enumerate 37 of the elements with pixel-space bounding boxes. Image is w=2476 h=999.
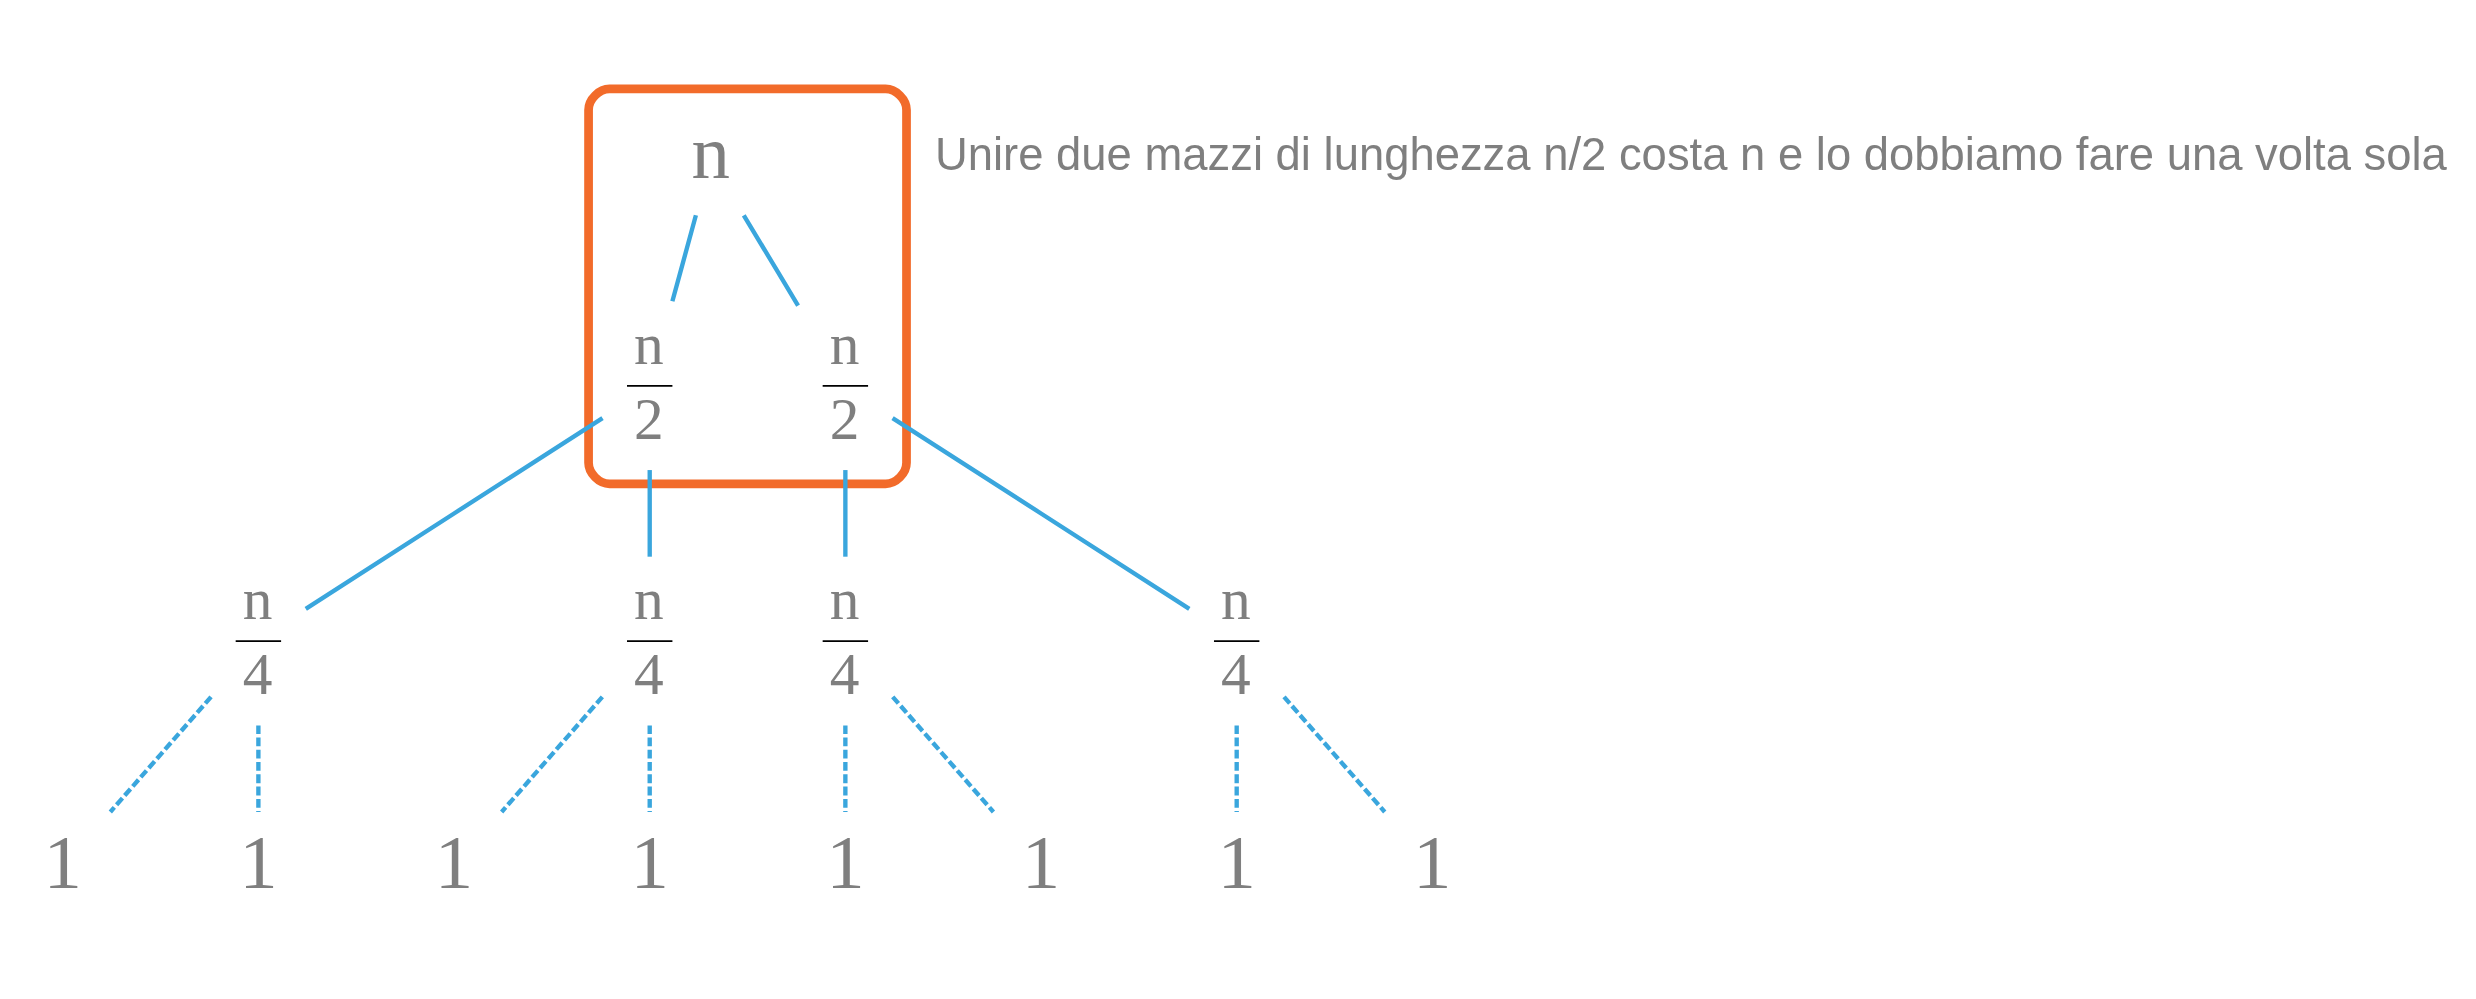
connector (304, 416, 604, 611)
node-text: 1 (43, 819, 82, 905)
node-text: 1 (1413, 819, 1452, 905)
connector (741, 214, 800, 307)
node-label: n (242, 565, 273, 632)
label: Unire due mazzi di lunghezza n/2 costa n e lo dobbiamo fare una volta sola (934, 128, 2447, 180)
node-label: 4 (633, 640, 664, 707)
connector (647, 470, 652, 557)
node-label: 2 (633, 385, 664, 452)
node-text: 1 (239, 819, 278, 905)
node-text: n (691, 110, 731, 196)
node-label: n (633, 310, 664, 377)
node-label: n (1220, 565, 1251, 632)
cluster (584, 84, 911, 489)
connector (891, 416, 1191, 611)
node-label: n (633, 565, 664, 632)
node-text: 1 (826, 819, 865, 905)
connector (1234, 725, 1239, 812)
node-text: 1 (1021, 819, 1061, 905)
connector (843, 725, 848, 812)
node-label: 4 (242, 640, 273, 707)
connector (256, 725, 261, 812)
node-label: n (829, 565, 860, 632)
connector (843, 470, 848, 557)
node-label: n (829, 310, 860, 377)
connector (108, 695, 213, 814)
node-label: 4 (829, 640, 860, 707)
connector (670, 214, 698, 302)
connector (647, 725, 652, 812)
connector (891, 695, 996, 814)
node-label: 2 (829, 385, 860, 452)
node-text: 1 (434, 819, 474, 905)
connector (1282, 695, 1387, 814)
node-label: 4 (1220, 640, 1251, 707)
node-text: 1 (630, 819, 669, 905)
connector (500, 695, 604, 814)
node-text: 1 (1217, 819, 1256, 905)
